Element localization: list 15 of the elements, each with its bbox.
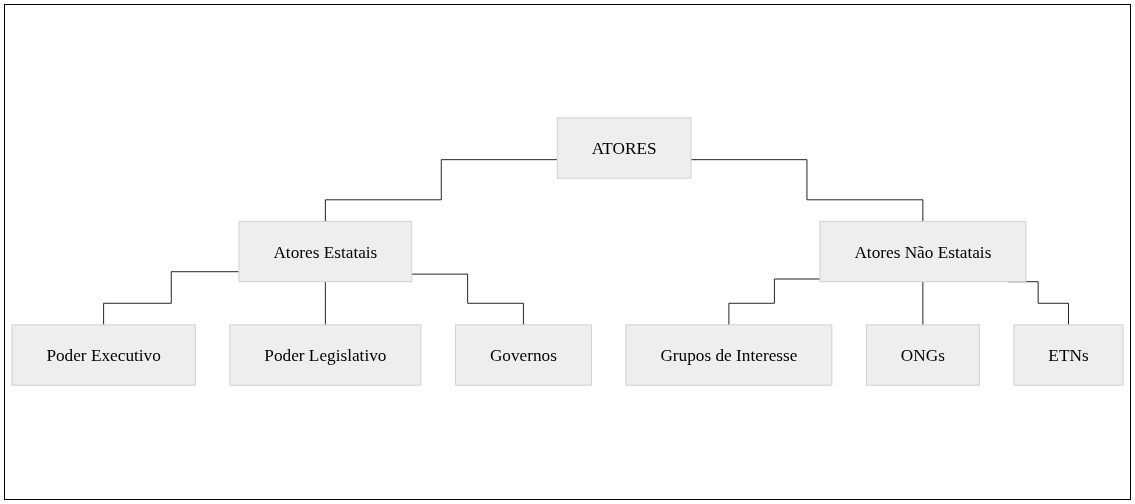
connector: [324, 159, 558, 223]
connector: [690, 159, 924, 223]
node-box: Grupos de Interesse: [625, 324, 833, 387]
node-box: ETNs: [1013, 324, 1124, 387]
node-box: Atores Estatais: [238, 221, 413, 283]
connector: [324, 281, 326, 326]
node-box: Governos: [455, 324, 592, 387]
node-box: Poder Executivo: [11, 324, 196, 387]
connector: [103, 271, 240, 326]
node-box: Atores Não Estatais: [819, 221, 1027, 283]
node-box: ATORES: [556, 117, 692, 180]
connector: [728, 279, 821, 326]
connector: [411, 274, 524, 326]
node-box: Poder Legislativo: [229, 324, 422, 387]
node-box: ONGs: [865, 324, 980, 387]
